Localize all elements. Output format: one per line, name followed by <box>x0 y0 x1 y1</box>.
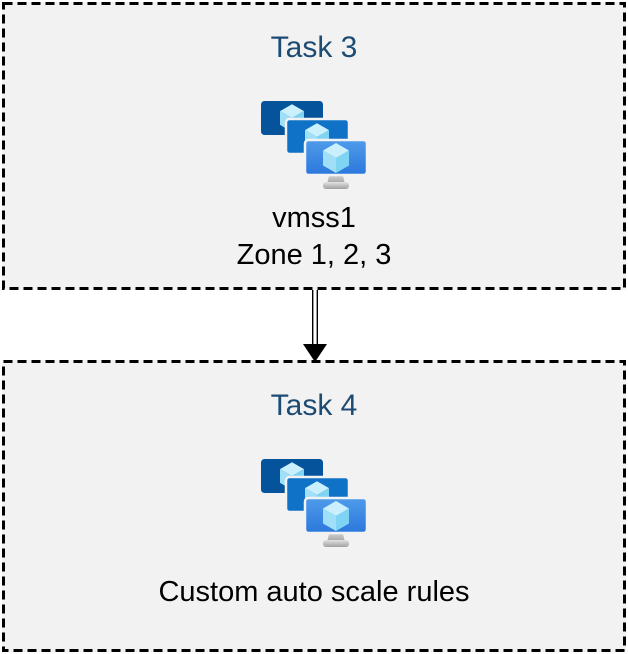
task3-label: vmss1 Zone 1, 2, 3 <box>237 200 392 274</box>
autoscale-rules-label: Custom auto scale rules <box>158 576 470 608</box>
task4-label: Custom auto scale rules <box>158 574 469 611</box>
zone-label: Zone 1, 2, 3 <box>236 239 392 271</box>
vm-scale-sets-icon <box>261 459 368 547</box>
task3-box: Task 3 vmss1 Zone 1, 2, 3 <box>2 2 626 290</box>
task3-title: Task 3 <box>270 31 358 64</box>
vm-scale-sets-icon <box>261 101 368 189</box>
task4-box: Task 4 Custom auto scale rules <box>2 360 626 652</box>
vmss-name-label: vmss1 <box>272 202 356 234</box>
double-down-arrow-icon <box>303 290 327 362</box>
task4-title: Task 4 <box>270 389 358 422</box>
